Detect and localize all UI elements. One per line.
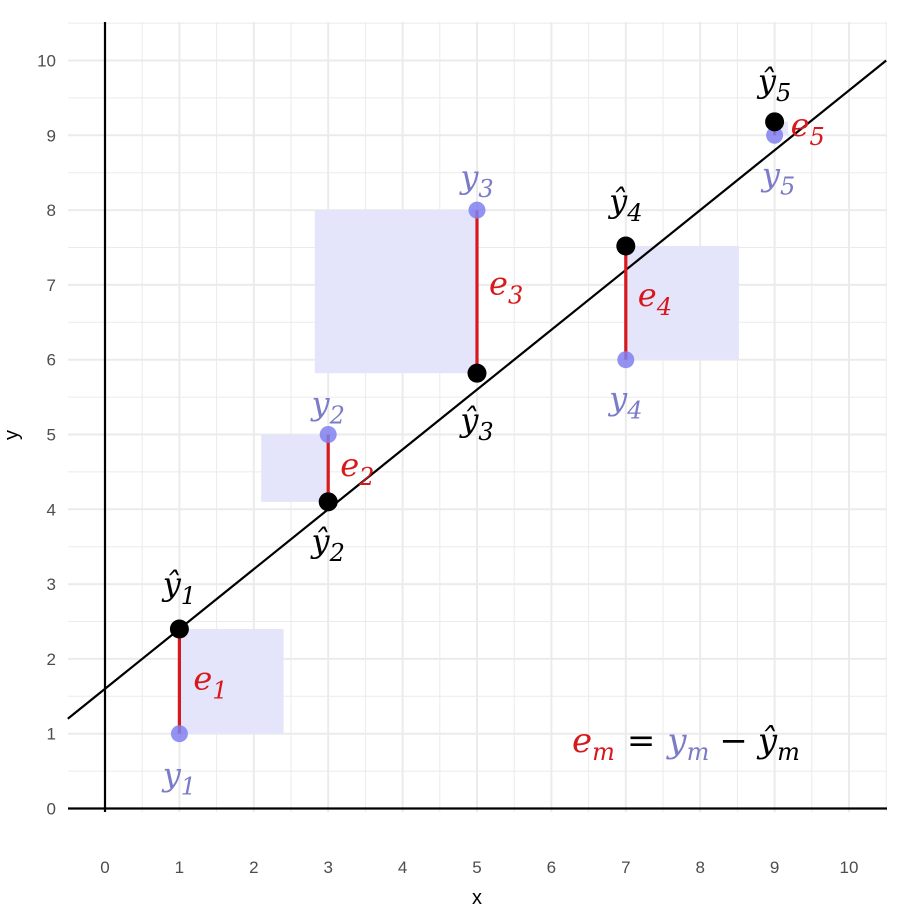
x-tick-label: 4: [398, 858, 407, 877]
y-tick-label: 4: [47, 500, 56, 519]
y-tick-label: 3: [47, 575, 56, 594]
fitted-label: ŷ3: [458, 401, 493, 446]
y-tick-label: 5: [47, 426, 56, 445]
y-tick-label: 9: [47, 126, 56, 145]
point-labels: y1 y2 y3 y4 y5 ŷ1 ŷ2 ŷ3 ŷ4 ŷ5 e1 e2 e3 e4 e5: [161, 62, 825, 801]
observed-point: [468, 201, 486, 219]
formula-minus: −: [719, 721, 748, 761]
residual-segments: [177, 121, 777, 734]
residual-squares: [179, 121, 788, 734]
y-tick-label: 6: [47, 351, 56, 370]
y-tick-label: 0: [47, 800, 56, 819]
y-tick-label: 2: [47, 650, 56, 669]
points-layer: [169, 112, 785, 743]
x-axis-title: x: [472, 887, 482, 909]
formula-yhat-sub: m: [777, 738, 800, 766]
observed-label: y1: [161, 756, 196, 801]
observed-label: y4: [607, 380, 642, 425]
x-tick-label: 6: [547, 858, 556, 877]
residual-formula: em=ym−ŷm: [572, 721, 800, 766]
y-tick-label: 10: [37, 52, 56, 71]
fitted-point: [467, 363, 487, 383]
x-tick-label: 8: [695, 858, 704, 877]
observed-point: [170, 725, 188, 743]
x-tick-label: 0: [100, 858, 109, 877]
fitted-point: [616, 236, 636, 256]
observed-point: [766, 126, 784, 144]
fitted-label: ŷ5: [756, 62, 791, 107]
regression-line-layer: [67, 59, 887, 720]
observed-point: [319, 426, 337, 443]
residual-label: e5: [791, 106, 825, 151]
observed-label: y2: [310, 385, 345, 430]
x-tick-label: 3: [323, 858, 332, 877]
residual-square: [625, 246, 739, 360]
y-tick-label: 8: [47, 201, 56, 220]
formula-y: y: [665, 721, 687, 761]
x-tick-label: 10: [840, 858, 859, 877]
axes: 0 1 2 3 4 5 6 7 8 9 10 0 1 2 3 4 5 6 7 8 9 10: [37, 22, 887, 877]
y-tick-label: 1: [47, 725, 56, 744]
residual-label: e2: [340, 446, 374, 491]
x-tick-label: 5: [472, 858, 481, 877]
fitted-label: ŷ4: [607, 182, 642, 227]
formula-eq: =: [627, 721, 656, 761]
x-tick-label: 7: [621, 858, 630, 877]
regression-line: [67, 59, 887, 720]
formula-e: e: [572, 721, 592, 761]
observed-label: y3: [458, 158, 493, 203]
x-tick-label: 1: [175, 858, 184, 877]
grid-layer: [68, 22, 887, 812]
residual-square: [314, 210, 477, 374]
y-axis-title: y: [1, 430, 23, 440]
residual-label: e4: [638, 276, 672, 321]
residual-label: e3: [489, 265, 523, 310]
fitted-label: ŷ1: [161, 565, 196, 610]
fitted-point: [169, 619, 189, 639]
fitted-point: [318, 492, 338, 512]
formula-e-sub: m: [592, 738, 615, 766]
formula-y-sub: m: [687, 738, 710, 766]
y-tick-label: 7: [47, 276, 56, 295]
x-tick-label: 2: [249, 858, 258, 877]
fitted-point: [765, 112, 785, 132]
formula-yhat: ŷ: [756, 721, 778, 761]
x-tick-label: 9: [770, 858, 779, 877]
fitted-label: ŷ2: [310, 522, 345, 567]
observed-label: y5: [760, 155, 795, 200]
residual-square: [179, 628, 284, 734]
observed-point: [617, 351, 635, 369]
residual-label: e1: [193, 659, 227, 704]
residual-square: [261, 434, 329, 502]
